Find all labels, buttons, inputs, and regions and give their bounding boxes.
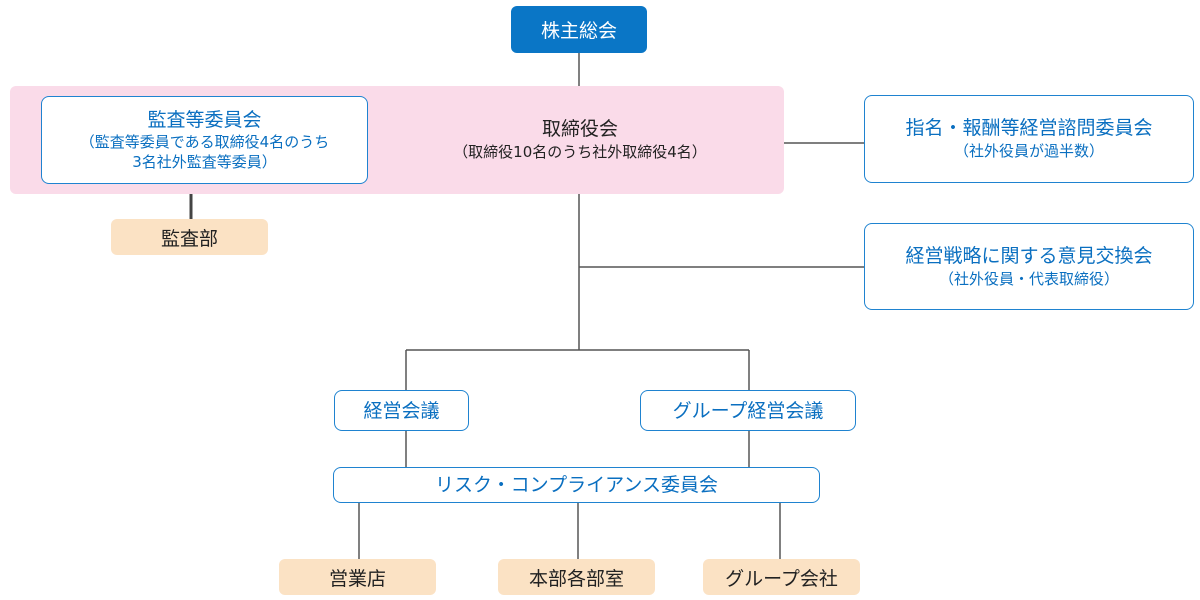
hq-departments-box: 本部各部室: [498, 559, 655, 595]
opinion-meeting-box: 経営戦略に関する意見交換会 （社外役員・代表取締役）: [864, 223, 1194, 310]
shareholders-meeting-label: 株主総会: [540, 20, 617, 42]
hq-departments-label: 本部各部室: [528, 567, 624, 590]
audit-committee-note-line2: 3名社外監査等委員）: [132, 153, 277, 171]
risk-compliance-committee-box: リスク・コンプライアンス委員会: [333, 467, 820, 503]
board-title: 取締役会: [541, 118, 618, 140]
audit-committee-title: 監査等委員会: [147, 109, 262, 131]
nomination-committee-box: 指名・報酬等経営諮問委員会 （社外役員が過半数）: [864, 95, 1194, 183]
risk-compliance-committee-label: リスク・コンプライアンス委員会: [435, 474, 718, 496]
board-of-directors: 取締役会 （取締役10名のうち社外取締役4名）: [410, 112, 750, 168]
opinion-meeting-note: （社外役員・代表取締役）: [938, 269, 1119, 288]
nomination-committee-note: （社外役員が過半数）: [953, 142, 1104, 160]
opinion-meeting-title: 経営戦略に関する意見交換会: [905, 244, 1153, 267]
audit-department-label: 監査部: [160, 227, 218, 250]
board-note: （取締役10名のうち社外取締役4名）: [453, 143, 707, 161]
management-meeting-box: 経営会議: [334, 390, 469, 431]
audit-committee-note-line1: （監査等委員である取締役4名のうち: [79, 133, 330, 151]
group-companies-box: グループ会社: [703, 559, 860, 595]
nomination-committee-title: 指名・報酬等経営諮問委員会: [905, 117, 1153, 139]
audit-department-box: 監査部: [111, 219, 268, 255]
group-management-meeting-label: グループ経営会議: [672, 399, 824, 422]
group-companies-label: グループ会社: [725, 567, 838, 590]
management-meeting-label: 経営会議: [363, 399, 440, 422]
branches-box: 営業店: [279, 559, 436, 595]
audit-committee-box: 監査等委員会 （監査等委員である取締役4名のうち 3名社外監査等委員）: [41, 96, 368, 184]
branches-label: 営業店: [328, 567, 386, 590]
shareholders-meeting-box: 株主総会: [511, 6, 647, 53]
group-management-meeting-box: グループ経営会議: [640, 390, 856, 431]
